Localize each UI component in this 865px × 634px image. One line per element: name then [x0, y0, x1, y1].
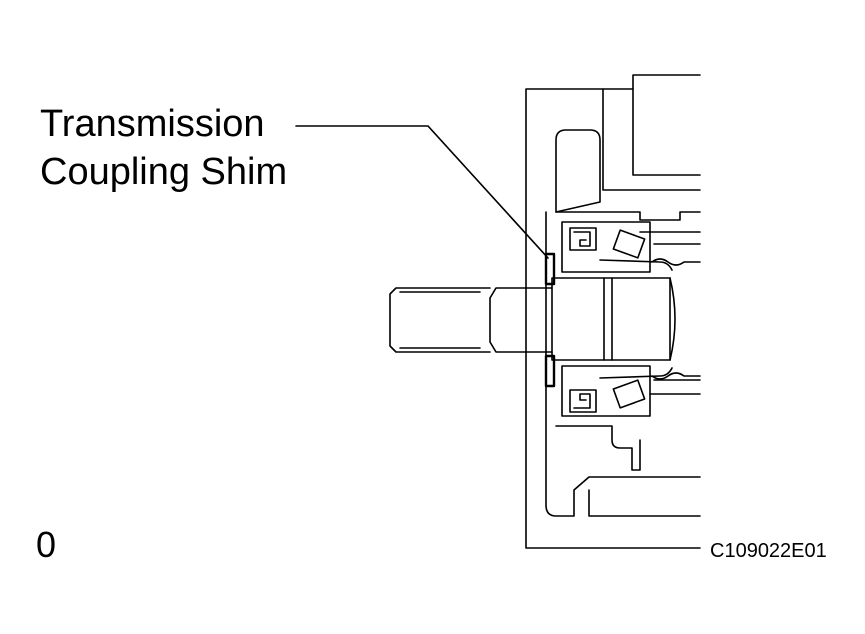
shaft-output-section [489, 287, 553, 353]
shaft-threaded-end [389, 287, 491, 353]
shaft-right-end [669, 277, 676, 361]
housing-lower-step [555, 379, 701, 471]
lower-oil-seal [569, 389, 597, 413]
upper-bearing-outer-race [561, 221, 651, 273]
callout-label-line-1: Transmission [40, 103, 265, 145]
shaft-bearing-journal [551, 277, 671, 361]
coupling-shim-upper [544, 252, 556, 286]
housing-outer-wall [525, 74, 701, 549]
upper-oil-seal [569, 227, 597, 251]
figure-code: C109022E01 [710, 540, 827, 562]
upper-bearing-inner-race [599, 259, 673, 271]
upper-seal-lip [573, 231, 591, 247]
upper-tapered-roller [612, 229, 646, 259]
callout-leader-line [295, 125, 549, 259]
orientation-mark: 0 [36, 524, 57, 565]
housing-inner-wall [545, 88, 701, 517]
snap-ring-detail [651, 258, 701, 380]
lower-bearing-inner-race [599, 367, 673, 379]
coupling-shim-lower [544, 354, 556, 388]
callout-label-line-2: Coupling Shim [40, 151, 288, 193]
lower-tapered-roller [612, 379, 646, 409]
lower-bearing-outer-race [561, 365, 651, 417]
lower-seal-lip [573, 393, 591, 409]
